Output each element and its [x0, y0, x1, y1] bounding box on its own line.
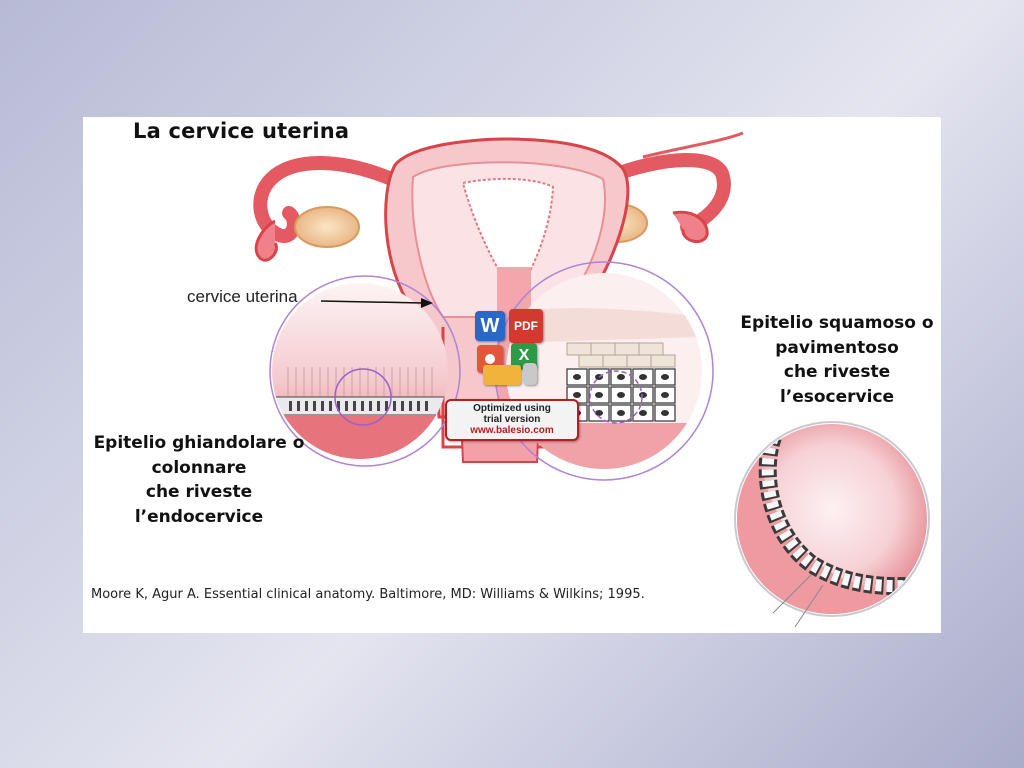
- watermark-icon-cluster: W PDF X: [475, 309, 547, 387]
- pointer-label: cervice uterina: [187, 287, 298, 306]
- left-caption-line-3: che riveste: [145, 482, 253, 502]
- zip-icon: [523, 363, 537, 385]
- pdf-icon: PDF: [509, 309, 543, 343]
- fallopian-tube-left: [253, 155, 408, 262]
- left-caption-line-4: l’endocervice: [134, 506, 264, 527]
- right-caption-line-4: l’esocervice: [779, 386, 895, 407]
- word-icon: W: [475, 311, 505, 341]
- right-caption-line-3: che riveste: [783, 362, 891, 382]
- watermark-url: www.balesio.com: [470, 425, 554, 436]
- ovary-left: [294, 206, 360, 248]
- slide: La cervice uterina cervice uterina Epite…: [83, 117, 941, 633]
- squamous-detail-circle: [734, 421, 930, 617]
- fallopian-tube-right: [596, 131, 744, 244]
- folder-icon: [483, 365, 521, 385]
- citation: Moore K, Agur A. Essential clinical anat…: [91, 587, 645, 602]
- right-caption-line-2: pavimentoso: [775, 337, 899, 358]
- squamous-epithelium-large-detail: [737, 424, 927, 614]
- left-caption: Epitelio ghiandolare o colonnare che riv…: [83, 431, 315, 529]
- left-caption-line-2: colonnare: [151, 457, 247, 478]
- left-caption-line-1: Epitelio ghiandolare o: [93, 433, 305, 453]
- watermark-badge: Optimized using trial version www.balesi…: [445, 399, 579, 441]
- right-caption: Epitelio squamoso o pavimentoso che rive…: [733, 311, 941, 409]
- pointer-arrow: [320, 298, 433, 308]
- watermark-line-2: trial version: [483, 414, 541, 425]
- slide-title: La cervice uterina: [133, 119, 350, 143]
- watermark-line-1: Optimized using: [473, 403, 551, 414]
- leader-line-1: [772, 574, 812, 614]
- leader-line-2: [794, 584, 824, 628]
- right-caption-line-1: Epitelio squamoso o: [740, 313, 934, 333]
- left-magnification-outline: [269, 275, 461, 467]
